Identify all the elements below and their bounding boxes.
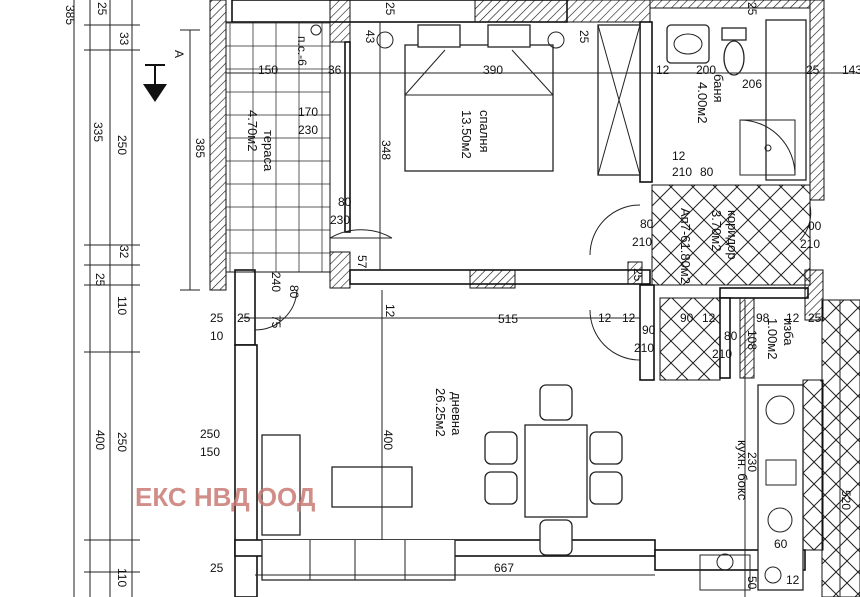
bathroom-fixtures	[666, 19, 807, 181]
dim-label: 230	[330, 213, 350, 227]
living-area: 26.25м2	[433, 388, 448, 437]
section-marker-label: A	[172, 50, 186, 58]
dim-label: 25	[210, 561, 224, 575]
terrace-area: 4.70м2	[245, 110, 260, 151]
dim-label: 25	[745, 2, 759, 16]
dimension-labels: 385 25 33 335 250 32 25 110 400 250 110 …	[63, 2, 860, 590]
dim-label: 50	[745, 576, 759, 590]
dim-label: 390	[483, 63, 503, 77]
dim-label: 250	[200, 427, 220, 441]
dim-label: 170	[298, 105, 318, 119]
dim-label: 348	[379, 140, 393, 160]
kitchen-fixtures	[699, 384, 804, 591]
dim-label: 25	[631, 268, 645, 282]
dim-label: 43	[363, 30, 377, 44]
dim-label: 12	[672, 149, 686, 163]
inner-dimension-lines	[226, 22, 860, 597]
corridor-name: коридор	[725, 210, 740, 260]
closet-area: 1.00м2	[765, 318, 780, 359]
dim-label: 80	[287, 285, 301, 299]
section-marker: A	[143, 50, 186, 102]
kitchen-tiles	[802, 379, 824, 551]
dim-label: 250	[115, 135, 129, 155]
apartment-name: Ап7-61.80м2	[678, 208, 693, 284]
dim-label: 80	[700, 165, 714, 179]
dim-label: 36	[328, 63, 342, 77]
dim-label: 25	[95, 2, 109, 16]
dim-label: 12	[786, 573, 800, 587]
dim-label: 335	[91, 122, 105, 142]
dim-label: 75	[269, 315, 283, 329]
dim-label: 210	[634, 341, 654, 355]
dim-label: 12	[702, 311, 716, 325]
dim-label: 230	[745, 452, 759, 472]
dim-label: 400	[93, 430, 107, 450]
dim-label: 57	[355, 255, 369, 269]
dim-label: 90	[642, 323, 656, 337]
watermark: ЕКС НВД ООД	[135, 482, 316, 512]
dim-label: 108	[745, 330, 759, 350]
dim-label: 80	[724, 329, 738, 343]
bathroom-area: 4.00м2	[695, 82, 710, 123]
dim-label: 33	[117, 32, 131, 46]
dim-label: 12	[622, 311, 636, 325]
dim-label: 60	[774, 537, 788, 551]
dim-label: 90	[680, 311, 694, 325]
dim-label: п.с.-6	[295, 36, 309, 66]
dim-label: 25	[808, 311, 822, 325]
bedroom-area: 13.50м2	[459, 110, 474, 159]
dim-label: 385	[193, 138, 207, 158]
dim-label: 240	[269, 272, 283, 292]
dim-label: 230	[298, 123, 318, 137]
corridor-area: 3.70м2	[709, 210, 724, 251]
dim-label: 12	[786, 311, 800, 325]
terrace-name: тераса	[261, 130, 276, 172]
living-name: дневна	[449, 392, 464, 436]
bathroom-name: баня	[711, 74, 726, 103]
dim-label: 25	[383, 2, 397, 16]
dim-label: 00	[808, 219, 822, 233]
closet-pattern	[659, 297, 721, 381]
kitchen-name: кухн. бокс	[735, 440, 750, 501]
dim-label: 210	[672, 165, 692, 179]
closet-name: изба	[781, 318, 796, 346]
living-furniture	[261, 384, 623, 581]
dim-label: 150	[258, 63, 278, 77]
dim-label: 25	[237, 311, 251, 325]
left-dimension-lines	[73, 0, 200, 597]
dim-label: 210	[632, 235, 652, 249]
dim-label: 25	[93, 273, 107, 287]
dim-label: 80	[640, 217, 654, 231]
dim-label: 25	[806, 63, 820, 77]
room-labels: тераса 4.70м2 спалня 13.50м2 баня 4.00м2…	[245, 74, 796, 501]
dim-label: 80	[338, 195, 352, 209]
dim-label: 110	[115, 296, 129, 315]
dim-label: 10	[210, 329, 224, 343]
dim-label: 25	[577, 30, 591, 44]
corridor-pattern	[651, 184, 811, 286]
dim-label: 98	[756, 311, 770, 325]
dim-label: 200	[696, 63, 716, 77]
dim-label: 400	[381, 430, 395, 450]
dim-label: 25	[210, 311, 224, 325]
dim-label: 667	[494, 561, 514, 575]
terrace-tiles	[225, 21, 331, 273]
dim-label: 12	[383, 304, 397, 318]
dim-label: 32	[117, 245, 131, 259]
dim-label: 150	[200, 445, 220, 459]
dim-label: 515	[498, 312, 518, 326]
dim-label: 12	[598, 311, 612, 325]
dim-label: 520	[839, 490, 853, 510]
dim-label: 210	[800, 237, 820, 251]
dim-label: 110	[115, 568, 129, 587]
dim-label: 12	[656, 63, 670, 77]
dim-label: 210	[712, 347, 732, 361]
dim-label: 143	[842, 63, 860, 77]
dim-label: 250	[115, 432, 129, 452]
bedroom-furniture	[310, 24, 641, 176]
dim-label: 206	[742, 77, 762, 91]
dim-label: 385	[63, 5, 77, 25]
bedroom-name: спалня	[477, 110, 492, 153]
